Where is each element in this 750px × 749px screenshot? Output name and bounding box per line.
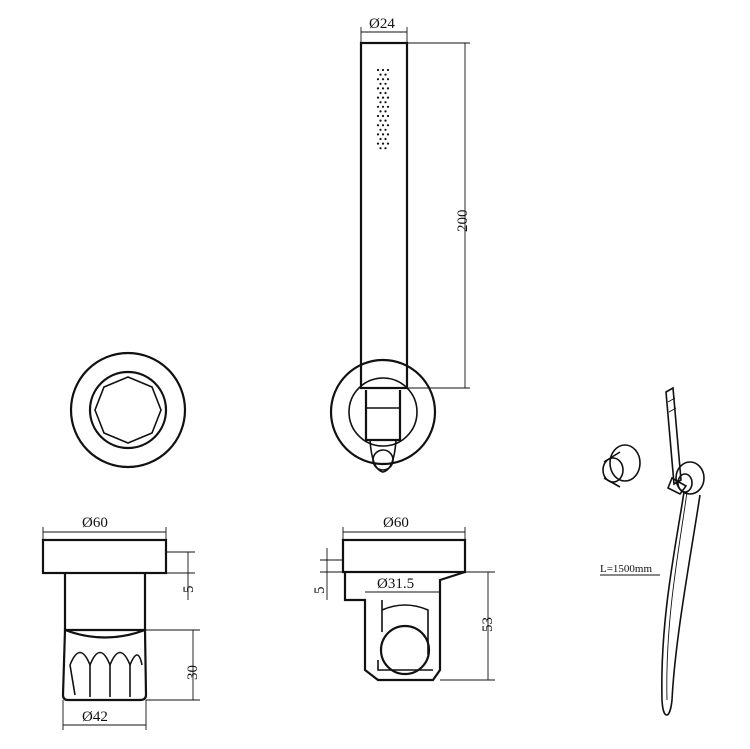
spray-nozzle-dot xyxy=(386,133,390,136)
spray-nozzle-dot xyxy=(379,128,382,131)
spray-nozzle-dot xyxy=(379,119,382,122)
spray-nozzle-dot xyxy=(384,82,387,85)
spray-nozzle-dot xyxy=(379,73,382,76)
spray-nozzle-dot xyxy=(381,105,385,108)
valve-plate-diameter-label: Ø60 xyxy=(82,515,108,531)
dim-valve-body-diameter: Ø42 xyxy=(62,700,147,730)
outlet-body-diameter-label: Ø31.5 xyxy=(377,576,414,592)
spray-nozzle-dot xyxy=(381,96,385,99)
dim-valve-plate-thickness: 5 xyxy=(166,551,197,600)
spray-nozzle-dot xyxy=(381,87,385,90)
spray-nozzle-dot xyxy=(386,87,390,90)
spray-nozzle-dot xyxy=(384,137,387,141)
spray-nozzle-dot xyxy=(381,133,385,136)
spray-nozzles xyxy=(376,68,390,150)
valve-plate-thickness-label: 5 xyxy=(181,586,197,594)
spray-nozzle-dot xyxy=(379,91,382,95)
spray-nozzle-dot xyxy=(384,110,387,113)
outlet-plate-thickness-label: 5 xyxy=(312,587,328,595)
spray-nozzle-dot xyxy=(376,114,380,118)
spray-nozzle-dot xyxy=(376,142,380,145)
dim-outlet-plate-thickness: 5 xyxy=(312,548,343,600)
dim-handshower-length: 200 xyxy=(407,42,471,389)
valve-side-view xyxy=(41,538,168,702)
dim-outlet-depth: 53 xyxy=(440,571,496,681)
handshower-length-label: 200 xyxy=(455,210,471,233)
outlet-plate-diameter-label: Ø60 xyxy=(383,515,409,531)
valve-body-diameter-label: Ø42 xyxy=(82,709,108,725)
valve-top-view xyxy=(69,351,187,469)
spray-nozzle-dot xyxy=(384,91,387,95)
spray-nozzle-dot xyxy=(384,101,387,104)
spray-nozzle-dot xyxy=(386,78,390,81)
spray-nozzle-dot xyxy=(376,87,380,90)
spray-nozzle-dot xyxy=(376,96,380,99)
handshower-diameter-label: Ø24 xyxy=(369,16,395,32)
spray-nozzle-dot xyxy=(376,68,380,72)
isometric-assembly xyxy=(602,386,705,716)
spray-nozzle-dot xyxy=(386,124,390,127)
spray-nozzle-dot xyxy=(381,68,385,72)
spray-nozzle-dot xyxy=(384,73,387,76)
dim-outlet-plate-diameter: Ø60 xyxy=(342,515,466,540)
hose-length-label: L=1500mm xyxy=(600,563,652,575)
spray-nozzle-dot xyxy=(384,128,387,131)
valve-handle-height-label: 30 xyxy=(185,665,201,680)
spray-nozzle-dot xyxy=(376,124,380,127)
spray-nozzle-dot xyxy=(386,114,390,118)
spray-nozzle-dot xyxy=(376,78,380,81)
dim-outlet-body-diameter: Ø31.5 xyxy=(365,576,440,593)
outlet-side-view xyxy=(341,538,467,682)
dim-hose-length: L=1500mm xyxy=(600,563,660,576)
spray-nozzle-dot xyxy=(384,147,387,150)
spray-nozzle-dot xyxy=(376,133,380,136)
handshower-front-view xyxy=(329,41,437,473)
spray-nozzle-dot xyxy=(386,105,390,108)
spray-nozzle-dot xyxy=(386,142,390,145)
spray-nozzle-dot xyxy=(386,96,390,99)
spray-nozzle-dot xyxy=(381,114,385,118)
spray-nozzle-dot xyxy=(386,68,390,72)
spray-nozzle-dot xyxy=(379,110,382,113)
spray-nozzle-dot xyxy=(379,137,382,141)
spray-nozzle-dot xyxy=(379,147,382,150)
dim-valve-plate-diameter: Ø60 xyxy=(42,515,167,540)
outlet-depth-label: 53 xyxy=(480,617,496,632)
dim-valve-handle-height: 30 xyxy=(146,629,201,701)
spray-nozzle-dot xyxy=(379,101,382,104)
spray-nozzle-dot xyxy=(381,142,385,145)
spray-nozzle-dot xyxy=(379,82,382,85)
spray-nozzle-dot xyxy=(384,119,387,122)
spray-nozzle-dot xyxy=(381,78,385,81)
dim-handshower-diameter: Ø24 xyxy=(360,16,408,43)
spray-nozzle-dot xyxy=(376,105,380,108)
spray-nozzle-dot xyxy=(381,124,385,127)
